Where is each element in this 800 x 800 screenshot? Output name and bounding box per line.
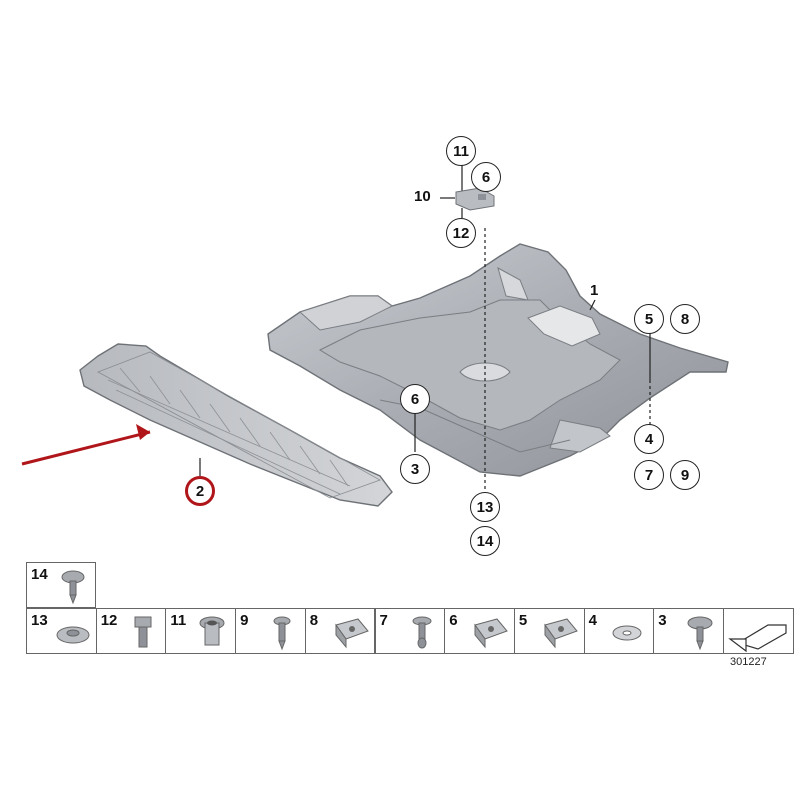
parts-cell-4[interactable]: 4 xyxy=(583,608,655,654)
parts-cell-14[interactable]: 14 xyxy=(26,562,96,608)
parts-cell-number: 13 xyxy=(31,612,48,629)
underbody-shield-part-1 xyxy=(267,243,729,477)
parts-cell-3[interactable]: 3 xyxy=(653,608,724,654)
callout-10: 10 xyxy=(414,188,431,205)
callout-5[interactable]: 5 xyxy=(634,304,664,334)
parts-cell-number: 11 xyxy=(170,612,187,629)
callout-9[interactable]: 9 xyxy=(670,460,700,490)
parts-cell-number: 6 xyxy=(449,612,458,629)
red-arrow-icon xyxy=(21,424,151,466)
parts-cell-13[interactable]: 13 xyxy=(26,608,97,654)
push-rivet-icon xyxy=(61,570,85,605)
parts-cell-number: 14 xyxy=(31,566,48,583)
parts-cell-number: 3 xyxy=(658,612,667,629)
parts-cell-arrow[interactable] xyxy=(723,608,794,654)
callout-6-upper[interactable]: 6 xyxy=(471,162,501,192)
parts-cell-number: 7 xyxy=(379,612,388,629)
callout-8[interactable]: 8 xyxy=(670,304,700,334)
parts-cell-8[interactable]: 8 xyxy=(304,608,376,654)
parts-cell-11[interactable]: 11 xyxy=(165,608,237,654)
callout-2[interactable]: 2 xyxy=(185,476,215,506)
parts-cell-7[interactable]: 7 xyxy=(374,608,446,654)
parts-cell-number: 12 xyxy=(100,612,118,629)
front-shield-part-2 xyxy=(79,343,393,507)
parts-cell-number: 5 xyxy=(518,612,528,629)
callout-6-lower[interactable]: 6 xyxy=(400,384,430,414)
callout-11[interactable]: 11 xyxy=(446,136,476,166)
parts-cell-12[interactable]: 12 xyxy=(95,608,167,654)
callout-1: 1 xyxy=(590,282,599,299)
parts-cell-number: 8 xyxy=(309,612,319,629)
callout-7[interactable]: 7 xyxy=(634,460,664,490)
callout-4[interactable]: 4 xyxy=(634,424,664,454)
parts-cell-6[interactable]: 6 xyxy=(444,608,515,654)
parts-cell-9[interactable]: 9 xyxy=(235,608,306,654)
parts-cell-5[interactable]: 5 xyxy=(513,608,585,654)
parts-cell-number: 9 xyxy=(240,612,249,629)
callout-3[interactable]: 3 xyxy=(400,454,430,484)
parts-cell-number: 4 xyxy=(588,612,597,629)
callout-13[interactable]: 13 xyxy=(470,492,500,522)
callout-12[interactable]: 12 xyxy=(446,218,476,248)
callout-14[interactable]: 14 xyxy=(470,526,500,556)
reference-number: 301227 xyxy=(730,656,767,668)
